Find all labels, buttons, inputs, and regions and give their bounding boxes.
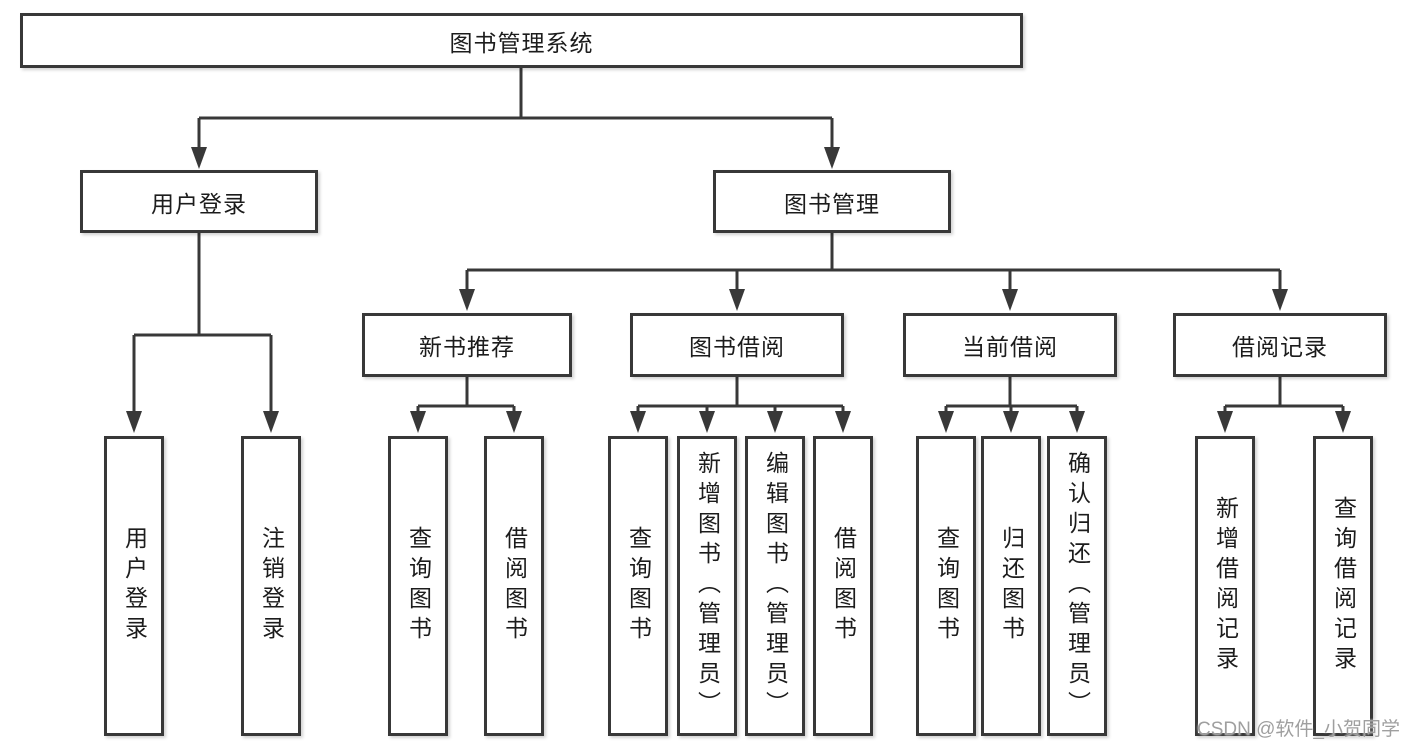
leaf-borrow-books-recommend: 借阅图书 xyxy=(484,436,544,736)
node-label: 新书推荐 xyxy=(419,334,515,360)
node-label: 图书管理系统 xyxy=(449,29,594,56)
csdn-watermark: CSDN @软件_小贺同学 xyxy=(1197,719,1400,740)
leaf-label: 借阅图书 xyxy=(830,526,857,646)
node-label: 用户登录 xyxy=(151,190,247,217)
connector-segments xyxy=(132,68,1345,413)
node-current-borrowing: 当前借阅 xyxy=(903,313,1117,377)
node-book-borrowing: 图书借阅 xyxy=(630,313,844,377)
leaf-label: 新增借阅记录 xyxy=(1212,496,1239,676)
node-label: 图书借阅 xyxy=(689,334,785,360)
leaf-return-books: 归还图书 xyxy=(981,436,1041,736)
leaf-label: 确认归还（管理员） xyxy=(1064,451,1091,721)
leaf-label: 用户登录 xyxy=(121,526,148,646)
leaf-label: 注销登录 xyxy=(258,526,285,646)
node-book-management: 图书管理 xyxy=(713,170,951,233)
leaf-query-books-borrowing: 查询图书 xyxy=(608,436,668,736)
leaf-add-books-admin: 新增图书（管理员） xyxy=(677,436,737,736)
leaf-query-books-recommend: 查询图书 xyxy=(388,436,448,736)
node-label: 图书管理 xyxy=(784,190,880,217)
leaf-confirm-return-admin: 确认归还（管理员） xyxy=(1047,436,1107,736)
leaf-label: 新增图书（管理员） xyxy=(694,451,721,721)
leaf-edit-books-admin: 编辑图书（管理员） xyxy=(745,436,805,736)
leaf-query-books-current: 查询图书 xyxy=(916,436,976,736)
leaf-borrow-books-borrowing: 借阅图书 xyxy=(813,436,873,736)
node-borrowing-records: 借阅记录 xyxy=(1173,313,1387,377)
node-label: 借阅记录 xyxy=(1232,334,1328,360)
leaf-label: 查询图书 xyxy=(625,526,652,646)
node-user-login: 用户登录 xyxy=(80,170,318,233)
leaf-label: 查询图书 xyxy=(405,526,432,646)
node-label: 当前借阅 xyxy=(962,334,1058,360)
node-library-management-system: 图书管理系统 xyxy=(20,13,1023,68)
connector-arrowheads xyxy=(126,147,1351,433)
leaf-user-login: 用户登录 xyxy=(104,436,164,736)
leaf-add-borrow-record: 新增借阅记录 xyxy=(1195,436,1255,736)
leaf-label: 归还图书 xyxy=(998,526,1025,646)
leaf-label: 查询图书 xyxy=(933,526,960,646)
leaf-label: 查询借阅记录 xyxy=(1330,496,1357,676)
leaf-label: 借阅图书 xyxy=(501,526,528,646)
leaf-query-borrow-record: 查询借阅记录 xyxy=(1313,436,1373,736)
node-new-book-recommendation: 新书推荐 xyxy=(362,313,572,377)
leaf-label: 编辑图书（管理员） xyxy=(762,451,789,721)
leaf-logout: 注销登录 xyxy=(241,436,301,736)
